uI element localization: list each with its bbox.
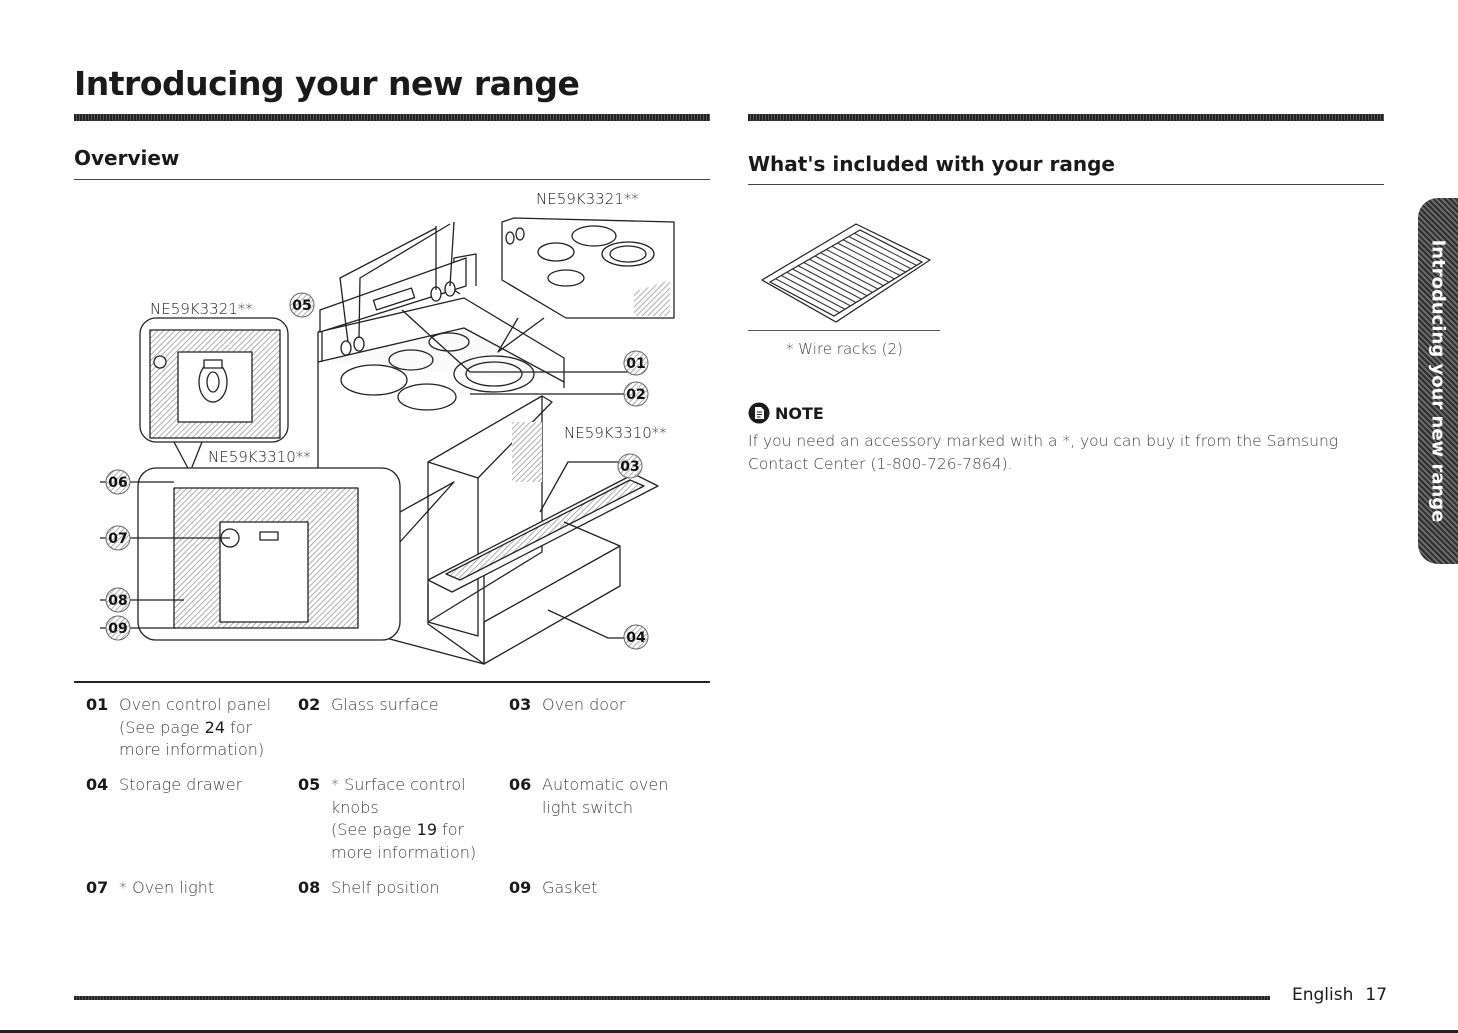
rack-wire [775,278,840,314]
part-number: 06 [509,775,532,794]
part-description-line: Oven control panel [119,695,272,714]
svg-text:06: 06 [108,475,127,491]
callout-08: 08 [105,587,131,613]
callout-09: 09 [105,615,131,641]
overview-heading: Overview [74,146,180,170]
included-rule [748,184,1384,185]
svg-text:04: 04 [626,630,646,646]
callout-06: 06 [105,469,131,495]
part-description-line: Shelf position [331,878,440,897]
page-number: 17 [1365,985,1388,1005]
overview-rule [74,179,710,180]
callout-03: 03 [617,453,643,479]
part-number: 03 [509,695,532,714]
part-description-line: * Surface control [331,775,466,794]
part-number: 02 [298,695,321,714]
part-description: Gasket [542,877,597,900]
title-rule-left [74,114,710,121]
callout-05: 05 [289,292,315,318]
part-number: 01 [86,695,109,714]
part-number: 05 [298,775,321,794]
part-description: * Oven light [119,877,214,900]
note-icon [748,402,770,424]
part-number: 08 [298,878,321,897]
rack-wire [831,245,895,280]
footer: English 17 [1292,985,1387,1005]
rack-wire [786,271,851,307]
part-description: Shelf position [331,877,440,900]
page-bottom-edge [0,1030,1458,1033]
svg-text:05: 05 [292,298,311,314]
rack-wire [820,252,884,287]
rack-wire [826,249,890,283]
svg-text:08: 08 [108,593,127,609]
included-heading: What's included with your range [748,152,1115,176]
rack-wire [792,268,857,303]
note-label: NOTE [775,403,824,423]
part-description-line: * Oven light [119,878,215,897]
svg-text:07: 07 [108,531,127,547]
svg-text:03: 03 [620,459,639,475]
part-description-line: more information) [119,740,265,759]
rack-caption-rule [748,330,940,331]
part-description: * Surface control knobs (See page 19 for mo… [331,774,476,864]
part-description: Glass surface [331,694,439,717]
part-description-line: more information) [331,842,477,862]
footer-language: English [1292,985,1354,1005]
rack-wire [803,262,868,297]
part-number: 04 [86,775,109,794]
chapter-side-tab[interactable]: Introducing your new range [1418,198,1458,564]
diagram-bottom-rule [74,681,710,683]
part-description-line: (See page 24 for [119,717,253,737]
part-number: 07 [86,878,109,897]
callout-07: 07 [105,525,131,551]
callout-04: 04 [623,624,649,650]
callout-01: 01 [623,350,649,376]
svg-text:09: 09 [108,621,127,637]
note-text: If you need an accessory marked with a *… [748,432,1339,473]
svg-text:01: 01 [626,356,645,372]
part-description-line: (See page 19 for [331,820,465,839]
rack-wire [842,239,906,273]
rack-wire [797,265,862,300]
part-description-line: Gasket [542,878,598,897]
rack-wire [848,236,912,270]
part-description-line: knobs [331,797,379,817]
part-description-line: Glass surface [331,695,439,714]
svg-text:02: 02 [626,387,645,403]
model-label-upper-left: NE59K3321** [150,300,253,318]
model-label-lower-left: NE59K3310** [208,448,311,466]
page-title: Introducing your new range [74,64,580,103]
title-rule-right [748,114,1384,121]
part-description: Automatic oven light switch [542,774,668,819]
part-description-line: Automatic oven [542,775,669,794]
part-description-line: light switch [542,797,634,817]
rack-caption: * Wire racks (2) [786,340,903,358]
rack-wire [854,232,917,266]
rack-wire [814,255,879,290]
side-tab-label: Introducing your new range [1427,239,1449,523]
footer-rule [74,996,1270,1000]
part-description: Oven door [542,694,625,717]
part-description: Storage drawer [119,774,242,797]
part-description-line: Storage drawer [119,775,243,794]
note-header: NOTE [748,402,824,424]
range-diagram: NE59K3321** NE59K3321** NE59K3310** NE59… [100,190,675,665]
callout-02: 02 [623,381,649,407]
rack-wire [781,275,846,310]
part-number: 09 [509,878,532,897]
model-label-top-right: NE59K3321** [536,190,639,208]
part-description-line: Oven door [542,695,626,714]
rack-wire [809,258,873,293]
part-description: Oven control panel (See page 24 for more i… [119,694,271,762]
rack-wire [837,242,901,276]
wire-rack-illustration [760,223,932,323]
model-label-right: NE59K3310** [564,424,667,442]
